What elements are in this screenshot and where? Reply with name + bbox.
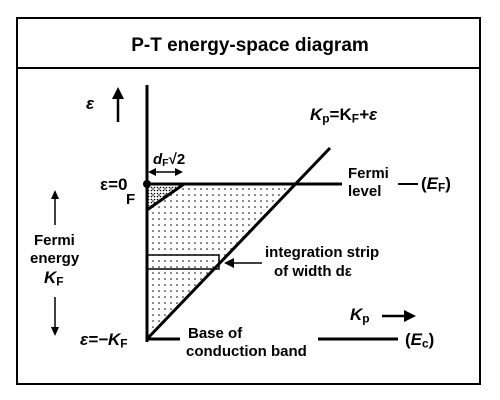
strip-pointer-arrowhead [224, 258, 234, 268]
conduction-band-label: conduction band [186, 343, 307, 360]
kp-equation-label: Kp=KF+ε [310, 105, 378, 126]
fermi-energy-arrowhead-up [51, 190, 59, 199]
fermi-energy-arrowhead-down [51, 327, 59, 336]
title-divider [16, 67, 481, 69]
epsilon-up-arrowhead [112, 87, 124, 99]
kp-axis-label: Kp [350, 305, 370, 326]
epsilon-axis-label: ε [86, 94, 95, 113]
fermi-level-label-1: Fermi [348, 165, 389, 182]
ec-label: (Ec) [405, 330, 435, 351]
fermi-energy-label-1: Fermi [34, 232, 75, 249]
df-sqrt2-label: dF√2 [153, 151, 186, 170]
df-arrowhead-left [148, 168, 156, 176]
diagram-frame [16, 17, 481, 385]
point-f-label: F [126, 191, 136, 208]
kf-label: KF [44, 268, 64, 289]
epsilon-zero-label: ε=0 [100, 175, 128, 194]
epsilon-minus-kf-label: ε=−KF [80, 330, 128, 351]
fermi-energy-label-2: energy [30, 250, 80, 267]
integration-strip-label-2: of width dε [274, 263, 352, 280]
kp-right-arrowhead [404, 310, 416, 322]
ef-label: (EF) [421, 174, 451, 195]
point-f [143, 180, 151, 188]
diagram-title: P-T energy-space diagram [131, 35, 369, 56]
base-of-label: Base of [188, 325, 243, 342]
integration-strip [146, 254, 220, 270]
integration-strip-label-1: integration strip [265, 244, 380, 261]
df-arrowhead-right [175, 168, 183, 176]
fermi-level-label-2: level [348, 183, 382, 200]
kp-diagonal [145, 146, 332, 341]
fermi-triangle-edge [146, 182, 185, 212]
